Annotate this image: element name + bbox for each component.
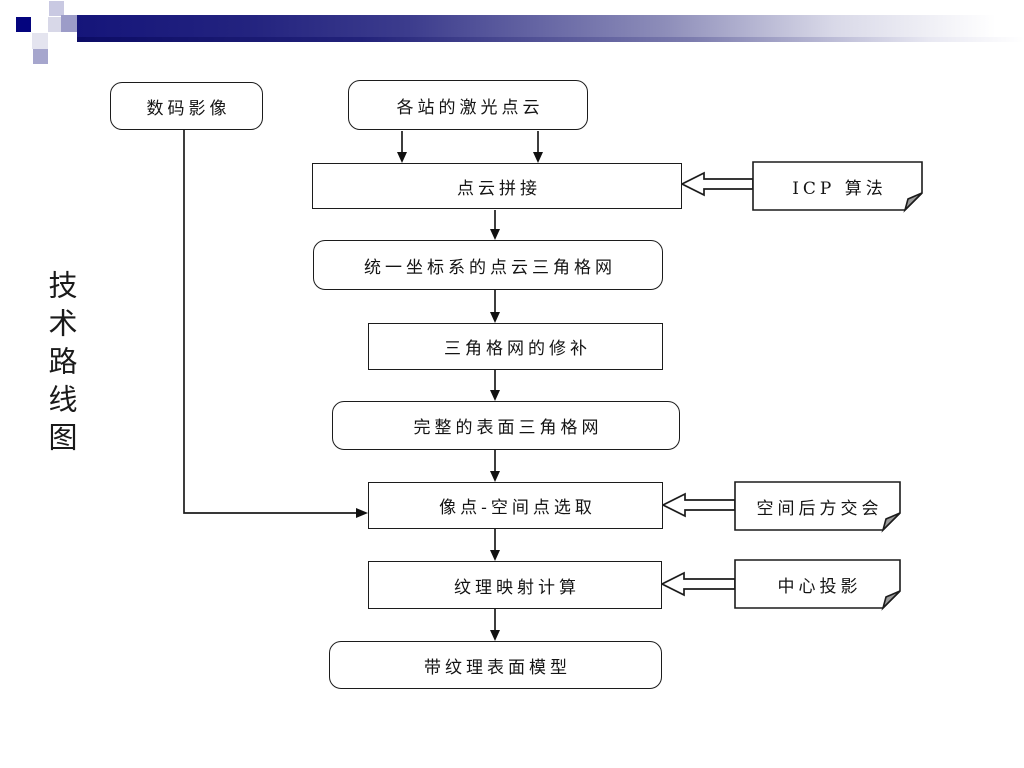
header-gradient-bar: [77, 15, 1024, 37]
decor-square: [33, 49, 48, 64]
flow-box-label: 完整的表面三角格网: [413, 418, 603, 438]
flow-box-complete-surface-mesh: 完整的表面三角格网: [332, 401, 680, 450]
flow-box-textured-surface-model: 带纹理表面模型: [329, 641, 662, 689]
arrowhead-down-icon: [397, 152, 407, 163]
flow-box-label: 像点-空间点选取: [439, 498, 596, 518]
note-box-label: ICP 算法: [792, 178, 887, 199]
decor-square: [16, 17, 31, 32]
flow-box-label: 三角格网的修补: [444, 339, 591, 359]
decor-square: [61, 15, 77, 32]
note-box-label: 空间后方交会: [756, 498, 883, 519]
arrowhead-down-icon: [490, 312, 500, 323]
flow-box-mesh-repair: 三角格网的修补: [368, 323, 663, 370]
arrowhead-down-icon: [490, 550, 500, 561]
arrowhead-down-icon: [533, 152, 543, 163]
decor-square: [32, 33, 48, 49]
flow-box-laser-point-clouds: 各站的激光点云: [348, 80, 588, 130]
arrowhead-down-icon: [490, 630, 500, 641]
flow-box-label: 各站的激光点云: [396, 97, 544, 118]
flow-box-label: 纹理映射计算: [454, 577, 580, 598]
arrowhead-right-icon: [356, 508, 368, 518]
slide-title: 技术路线图: [44, 270, 78, 460]
block-arrow-left-icon: [680, 171, 754, 197]
decor-square: [49, 1, 64, 16]
flow-box-point-cloud-stitching: 点云拼接: [312, 163, 682, 209]
flow-box-digital-image: 数码影像: [110, 82, 263, 130]
arrowhead-down-icon: [490, 229, 500, 240]
block-arrow-left-icon: [661, 492, 736, 518]
note-box-icp-algorithm: ICP 算法: [753, 162, 922, 210]
flow-box-label: 统一坐标系的点云三角格网: [364, 257, 616, 278]
arrowhead-down-icon: [490, 390, 500, 401]
block-arrow-left-icon: [660, 571, 736, 597]
flow-box-label: 点云拼接: [457, 178, 541, 199]
decor-square: [48, 17, 64, 32]
flow-box-label: 带纹理表面模型: [424, 657, 571, 678]
flow-box-texture-mapping: 纹理映射计算: [368, 561, 662, 609]
note-box-label: 中心投影: [777, 576, 862, 597]
arrowhead-down-icon: [490, 471, 500, 482]
flow-box-point-selection: 像点-空间点选取: [368, 482, 663, 529]
flow-box-label: 数码影像: [146, 98, 231, 119]
header-gradient-bar-shadow: [77, 37, 1024, 42]
note-box-space-resection: 空间后方交会: [735, 482, 900, 530]
note-box-central-projection: 中心投影: [735, 560, 900, 608]
flow-box-unified-coordinate-mesh: 统一坐标系的点云三角格网: [313, 240, 663, 290]
